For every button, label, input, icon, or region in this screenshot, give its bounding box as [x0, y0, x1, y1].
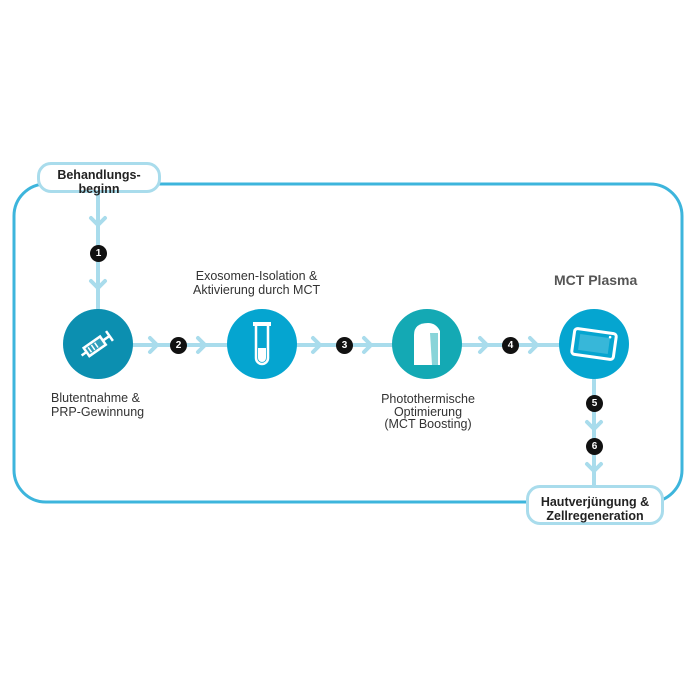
arrow-down-1	[89, 216, 107, 227]
arrow-down-4	[585, 420, 603, 431]
step-badge-5: 5	[586, 395, 603, 412]
step-badge-6: 6	[586, 438, 603, 455]
step-1-syringe	[63, 309, 133, 379]
step-3-label-line3: (MCT Boosting)	[384, 417, 472, 431]
step-badge-3: 3	[336, 337, 353, 354]
arrow-right-5	[478, 336, 489, 354]
step-4-label: MCT Plasma	[554, 272, 638, 288]
step-1-label-line2: PRP-Gewinnung	[51, 405, 145, 419]
outer-loop	[12, 182, 684, 504]
step-3-label: Photothermische Optimierung (MCT Boostin…	[372, 393, 484, 431]
device-icon	[414, 323, 440, 365]
test-tube-icon	[253, 322, 271, 366]
arrow-right-3	[311, 336, 322, 354]
step-2-label-line1: Exosomen-Isolation &	[195, 269, 318, 283]
step-4-tablet	[559, 309, 629, 379]
step-badge-1: 1	[90, 245, 107, 262]
arrow-right-4	[362, 336, 373, 354]
step-1-label: Blutentnahme & PRP-Gewinnung	[51, 391, 144, 419]
arrow-right-1	[148, 336, 159, 354]
end-label-line2: Zellregeneration	[546, 509, 644, 523]
step-1-label-line1: Blutentnahme &	[51, 391, 140, 405]
start-label-line1: Behandlungs-	[57, 168, 141, 182]
step-2-label: Exosomen-Isolation & Aktivierung durch M…	[193, 269, 320, 297]
start-node: Behandlungs- beginn	[37, 162, 161, 196]
end-label-line1: Hautverjüngung &	[540, 495, 650, 509]
step-3-device	[392, 309, 462, 379]
step-3-label-line1: Photothermische	[381, 392, 475, 406]
arrow-right-6	[528, 336, 539, 354]
syringe-icon	[80, 330, 114, 358]
step-3-label-line2: Optimierung	[393, 404, 463, 419]
step-2-test-tube	[227, 309, 297, 379]
step-2-label-line2: Aktivierung durch MCT	[193, 283, 321, 297]
arrow-down-5	[585, 462, 603, 473]
tablet-icon	[570, 327, 618, 361]
arrow-down-2	[89, 279, 107, 290]
start-label-line2: beginn	[78, 182, 120, 196]
arrow-right-2	[196, 336, 207, 354]
end-node: Hautverjüngung & Zellregeneration	[526, 485, 664, 525]
step-badge-2: 2	[170, 337, 187, 354]
step-badge-4: 4	[502, 337, 519, 354]
